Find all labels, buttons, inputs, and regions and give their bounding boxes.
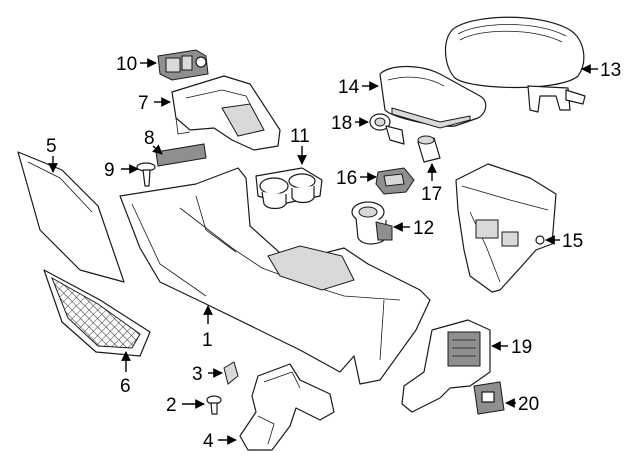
- callout-13: 13: [600, 60, 621, 81]
- part-storage-pad: [379, 65, 487, 129]
- part-armrest-lid: [445, 16, 586, 113]
- callout-12: 12: [413, 218, 434, 239]
- callout-7: 7: [138, 93, 149, 114]
- leader-lines: [48, 58, 598, 445]
- callout-5: 5: [46, 136, 57, 157]
- callout-10: 10: [116, 54, 137, 75]
- callout-17: 17: [421, 184, 442, 205]
- part-cup-holder: [255, 167, 323, 210]
- callout-14: 14: [338, 77, 360, 98]
- part-plug: [417, 135, 441, 163]
- part-mesh-grille: [43, 269, 151, 357]
- part-screw: [206, 395, 222, 415]
- part-console-body: [119, 167, 431, 385]
- callout-1: 1: [202, 330, 213, 351]
- callout-6: 6: [120, 376, 131, 397]
- part-shifter-bezel: [171, 75, 281, 151]
- part-rear-bracket: [455, 163, 557, 293]
- callout-3: 3: [192, 364, 203, 385]
- part-power-socket: [351, 201, 393, 245]
- callout-8: 8: [144, 128, 155, 149]
- callout-16: 16: [336, 168, 357, 189]
- callout-4: 4: [203, 431, 214, 452]
- part-push-clip: [136, 162, 156, 187]
- callout-15: 15: [562, 231, 583, 252]
- part-connector: [375, 167, 415, 195]
- callout-9: 9: [104, 160, 115, 181]
- part-switch-assembly: [157, 49, 209, 81]
- part-support-bracket: [239, 363, 335, 451]
- callout-18: 18: [331, 113, 352, 134]
- callout-labels: 1 2 3 4 5 6 7 8 9 10 11 12 13 14 15 16 1…: [46, 54, 621, 452]
- leader-8: [152, 144, 163, 155]
- callout-11: 11: [290, 126, 310, 147]
- callout-19: 19: [511, 337, 532, 358]
- part-trim-plate: [155, 143, 207, 167]
- part-side-panel: [17, 151, 125, 283]
- part-rear-switch: [473, 381, 505, 415]
- part-rear-vent: [401, 319, 491, 413]
- part-holder-ring: [369, 113, 405, 145]
- callout-2: 2: [166, 395, 177, 416]
- callout-20: 20: [518, 394, 539, 415]
- part-retainer-clip: [223, 361, 239, 385]
